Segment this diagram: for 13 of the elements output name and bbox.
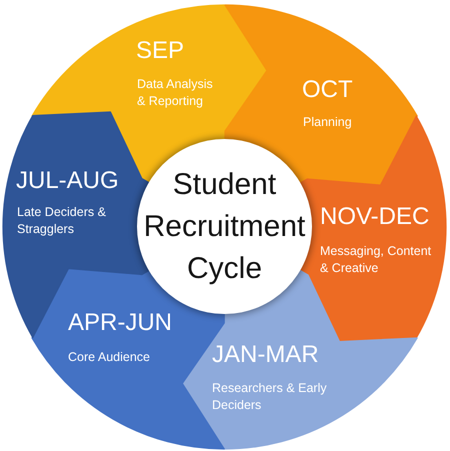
period-heading: SEP [136, 37, 184, 65]
stage-description: Data Analysis & Reporting [136, 76, 214, 110]
stage-description: Messaging, Content & Creative [320, 243, 432, 277]
stage-description: Planning [303, 114, 352, 131]
period-heading: APR-JUN [68, 309, 172, 337]
period-heading: JUL-AUG [16, 166, 119, 195]
stage-description: Researchers & Early Deciders [212, 380, 328, 414]
period-heading: NOV-DEC [320, 203, 430, 231]
stage-description: Late Deciders & Stragglers [17, 204, 107, 238]
period-heading: OCT [302, 76, 353, 104]
cycle-title: Student Recruitment Cycle [142, 166, 306, 286]
period-heading: JAN-MAR [212, 341, 319, 369]
stage-description: Core Audience [68, 349, 150, 366]
